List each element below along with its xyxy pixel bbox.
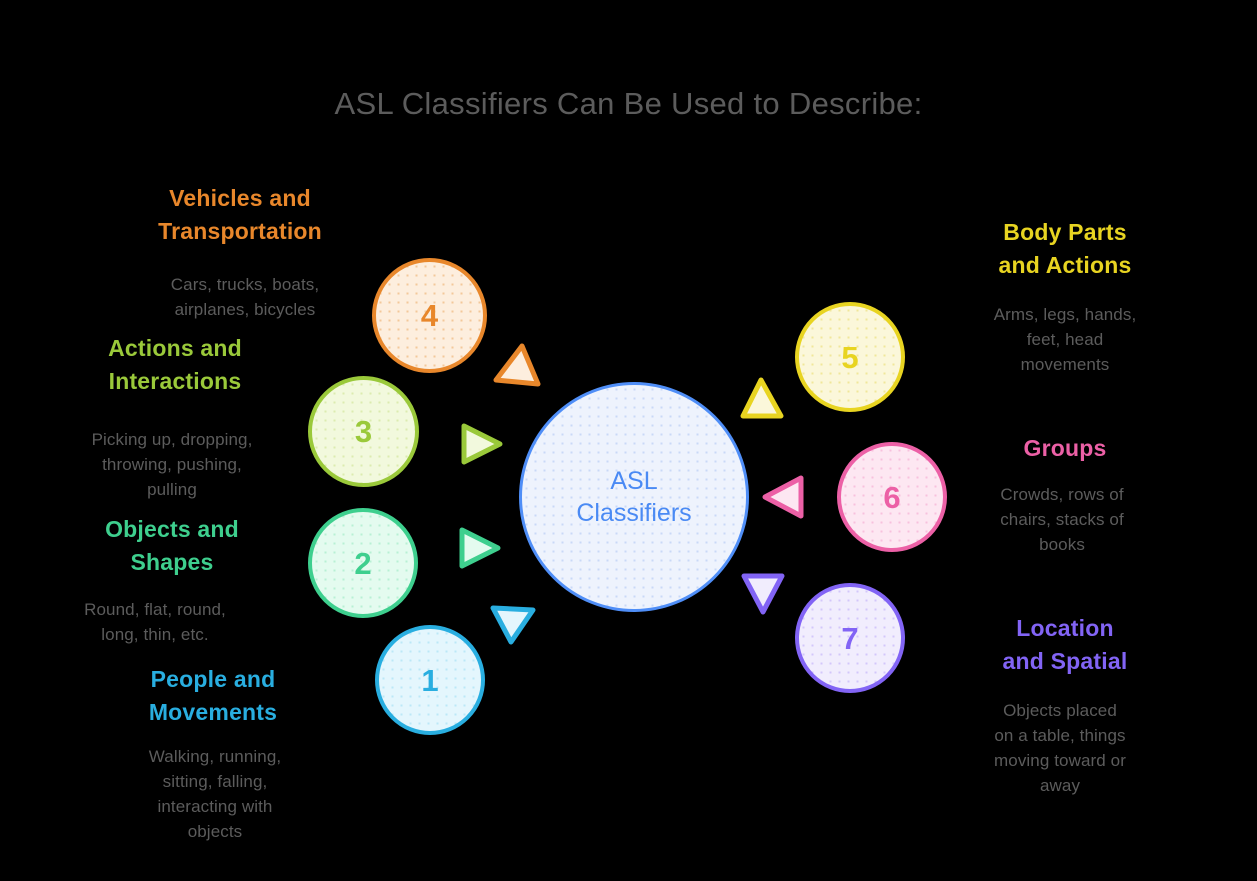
node-label-line: Actions and	[108, 335, 242, 361]
node-desc-objects: Round, flat, round, long, thin, etc.	[5, 597, 305, 647]
bubble-4[interactable]: 4	[372, 258, 487, 373]
node-label-actions: Actions and Interactions	[25, 332, 325, 397]
arrow-icon-1	[490, 605, 536, 645]
node-desc-line: away	[1039, 776, 1081, 796]
bubble-6[interactable]: 6	[837, 442, 947, 552]
node-label-location: Location and Spatial	[915, 612, 1215, 677]
node-desc-groups: Crowds, rows of chairs, stacks of books	[912, 482, 1212, 557]
node-label-body-parts: Body Parts and Actions	[915, 216, 1215, 281]
node-desc-line: Objects placed	[1003, 701, 1117, 720]
node-desc-line: Arms, legs, hands,	[993, 305, 1137, 324]
node-desc-line: feet, head	[1026, 330, 1104, 350]
center-hub-label: ASL Classifiers	[576, 465, 691, 530]
node-desc-line: Walking, running,	[148, 747, 282, 766]
bubble-number: 4	[420, 298, 439, 333]
node-label-line: Shapes	[130, 548, 214, 575]
node-desc-people: Walking, running, sitting, falling, inte…	[65, 744, 365, 845]
arrow-icon-5	[740, 377, 784, 419]
node-desc-line: books	[1039, 535, 1085, 555]
node-label-vehicles: Vehicles and Transportation	[90, 182, 390, 247]
node-desc-line: Cars, trucks, boats,	[170, 275, 320, 294]
node-desc-line: movements	[1020, 355, 1110, 375]
bubble-number: 3	[354, 414, 373, 449]
bubble-number: 6	[883, 479, 901, 515]
node-desc-line: sitting, falling,	[162, 772, 268, 792]
node-desc-actions: Picking up, dropping, throwing, pushing,…	[22, 427, 322, 502]
node-label-line: Groups	[1023, 435, 1107, 461]
node-desc-line: long, thin, etc.	[101, 625, 209, 645]
node-label-line: Interactions	[108, 367, 242, 394]
node-desc-line: Round, flat, round,	[84, 600, 226, 619]
node-desc-body-parts: Arms, legs, hands, feet, head movements	[915, 302, 1215, 377]
node-desc-location: Objects placed on a table, things moving…	[910, 698, 1210, 799]
arrow-icon-7	[741, 573, 785, 615]
node-label-line: Vehicles and	[169, 185, 311, 211]
node-label-line: Body Parts	[1003, 219, 1127, 245]
node-desc-line: objects	[187, 822, 243, 842]
bubble-number: 2	[354, 545, 372, 581]
arrow-icon-2	[459, 527, 501, 569]
node-desc-line: pulling	[147, 480, 197, 500]
center-hub-line: ASL	[610, 466, 658, 495]
node-label-line: and Spatial	[1002, 647, 1128, 674]
node-label-people: People and Movements	[63, 663, 363, 728]
node-label-line: and Actions	[998, 251, 1132, 278]
bubble-number: 5	[841, 339, 859, 375]
bubble-3[interactable]: 3	[308, 376, 419, 487]
node-desc-line: interacting with	[157, 797, 273, 817]
node-label-line: People and	[150, 666, 276, 692]
node-desc-line: on a table, things	[994, 726, 1126, 746]
node-label-line: Objects and	[105, 516, 239, 542]
node-desc-vehicles: Cars, trucks, boats, airplanes, bicycles	[95, 272, 395, 322]
node-label-groups: Groups	[915, 432, 1215, 465]
node-desc-line: chairs, stacks of	[1000, 510, 1124, 530]
node-desc-line: Picking up, dropping,	[91, 430, 253, 449]
arrow-icon-4	[493, 343, 541, 387]
node-label-line: Location	[1016, 615, 1114, 641]
node-label-line: Movements	[148, 698, 278, 725]
node-desc-line: airplanes, bicycles	[174, 300, 316, 320]
bubble-1[interactable]: 1	[375, 625, 485, 735]
bubble-7[interactable]: 7	[795, 583, 905, 693]
center-hub[interactable]: ASL Classifiers	[519, 382, 749, 612]
arrow-icon-3	[461, 423, 503, 465]
bubble-number: 1	[421, 662, 439, 698]
arrow-icon-6	[762, 475, 804, 519]
bubble-5[interactable]: 5	[795, 302, 905, 412]
bubble-2[interactable]: 2	[308, 508, 418, 618]
node-desc-line: moving toward or	[994, 751, 1126, 771]
node-desc-line: throwing, pushing,	[102, 455, 242, 475]
node-desc-line: Crowds, rows of	[1000, 485, 1124, 504]
bubble-number: 7	[841, 620, 859, 656]
page-title: ASL Classifiers Can Be Used to Describe:	[334, 86, 923, 121]
node-label-line: Transportation	[158, 217, 322, 244]
center-hub-line: Classifiers	[576, 499, 692, 527]
node-label-objects: Objects and Shapes	[22, 513, 322, 578]
